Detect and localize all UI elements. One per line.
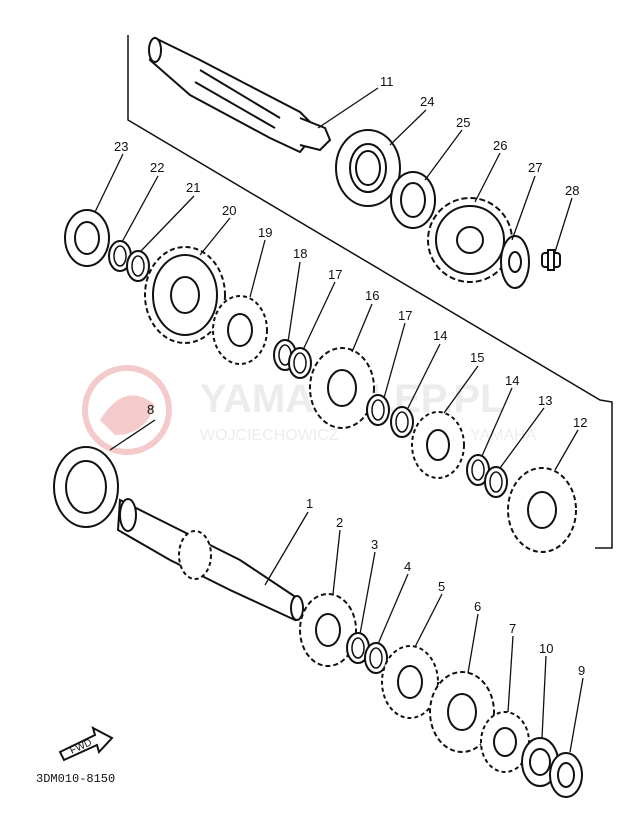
- callout-10: 10: [539, 641, 553, 656]
- circlip-13: [484, 466, 508, 498]
- bearing-8: [53, 446, 119, 528]
- bolt-28: [541, 249, 561, 271]
- callout-8: 8: [147, 402, 154, 417]
- callout-27: 27: [528, 160, 542, 175]
- main-axle: [148, 36, 332, 154]
- fwd-label: FWD: [68, 737, 93, 757]
- oil-seal-9: [549, 752, 583, 798]
- callout-14b: 14: [505, 373, 519, 388]
- callout-13: 13: [538, 393, 552, 408]
- gear-6: [429, 671, 495, 753]
- gear-5: [381, 645, 439, 719]
- callout-21: 21: [186, 180, 200, 195]
- callout-18: 18: [293, 246, 307, 261]
- gear-12: [507, 467, 577, 553]
- callout-22: 22: [150, 160, 164, 175]
- circlip-17b: [366, 394, 390, 426]
- gear-2: [299, 593, 357, 667]
- callout-19: 19: [258, 225, 272, 240]
- callout-2: 2: [336, 515, 343, 530]
- circlip-17a: [288, 347, 312, 379]
- bearing-24: [335, 129, 401, 207]
- callout-6: 6: [474, 599, 481, 614]
- gear-19: [212, 295, 268, 365]
- gear-16: [309, 347, 375, 429]
- assembly-frame: [127, 35, 613, 549]
- callout-12: 12: [573, 415, 587, 430]
- callout-15: 15: [470, 350, 484, 365]
- callout-9: 9: [578, 663, 585, 678]
- washer-21: [126, 250, 150, 282]
- callout-1: 1: [306, 496, 313, 511]
- callout-11: 11: [380, 74, 394, 89]
- gear-20: [144, 246, 226, 344]
- drive-axle: [116, 498, 304, 622]
- callout-numbers: 11 24 25 26 27 28 23 22 21 20 19 18 17 1…: [114, 74, 587, 678]
- callout-28: 28: [565, 183, 579, 198]
- callout-26: 26: [493, 138, 507, 153]
- callout-23: 23: [114, 139, 128, 154]
- oil-seal-25: [390, 171, 436, 229]
- callout-3: 3: [371, 537, 378, 552]
- fwd-arrow-icon: FWD: [58, 726, 114, 762]
- callout-16: 16: [365, 288, 379, 303]
- diagram-code: 3DM010-8150: [36, 772, 115, 786]
- callout-4: 4: [404, 559, 411, 574]
- leader-lines: [94, 87, 584, 753]
- callout-25: 25: [456, 115, 470, 130]
- callout-17b: 17: [398, 308, 412, 323]
- callout-20: 20: [222, 203, 236, 218]
- sprocket-26: [427, 197, 513, 283]
- watermark-subline-end: YAMAHA: [470, 427, 537, 444]
- bearing-23: [64, 209, 110, 267]
- washer-14a: [390, 406, 414, 438]
- callout-5: 5: [438, 579, 445, 594]
- callout-24: 24: [420, 94, 434, 109]
- lock-washer-27: [500, 235, 530, 289]
- gear-15: [411, 411, 465, 479]
- watermark-subline: WOJCIECHOWICZ: [200, 427, 339, 444]
- callout-14a: 14: [433, 328, 447, 343]
- callout-7: 7: [509, 621, 516, 636]
- callout-17a: 17: [328, 267, 342, 282]
